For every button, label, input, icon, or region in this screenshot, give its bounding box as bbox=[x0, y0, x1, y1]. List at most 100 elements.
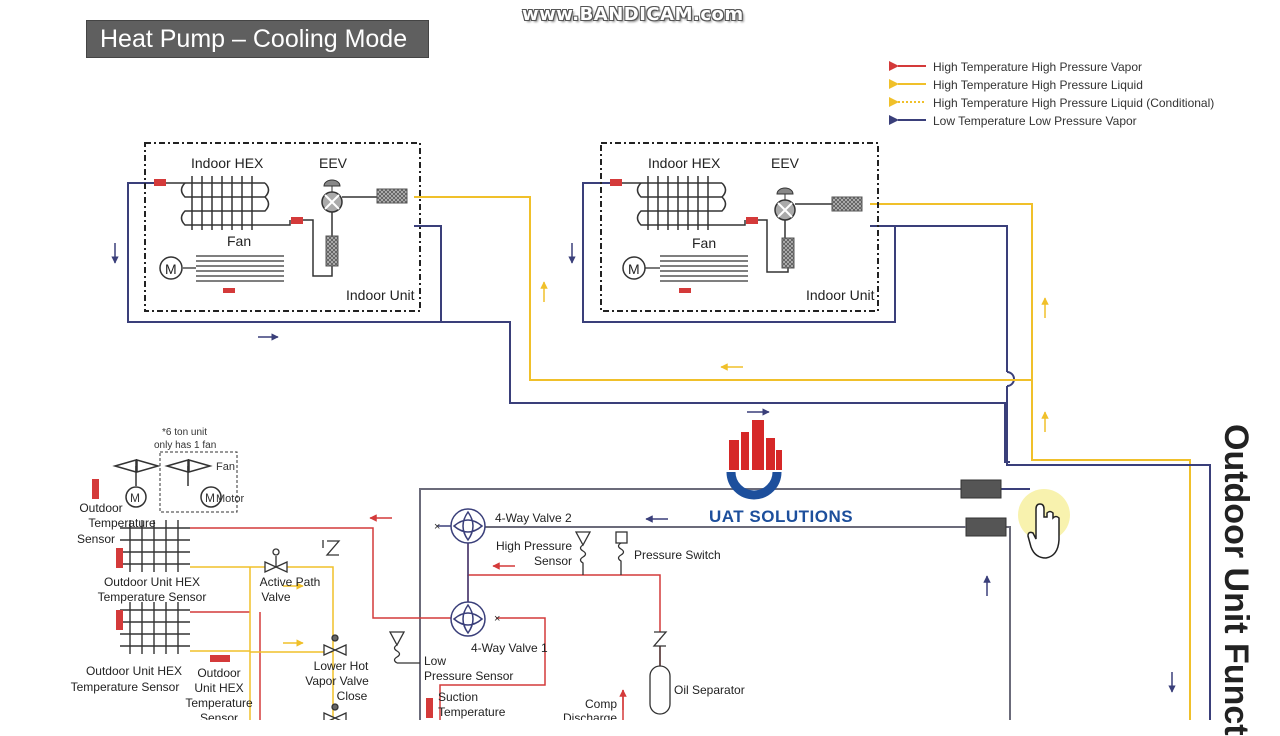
title-banner: Heat Pump – Cooling Mode bbox=[86, 20, 429, 58]
heat-pump-diagram: High Temperature High Pressure Vapor Hig… bbox=[71, 60, 1215, 725]
four-way-valve-2-label: 4-Way Valve 2 bbox=[495, 511, 572, 525]
temp-sensor-marker bbox=[116, 610, 123, 630]
temp-sensor-marker bbox=[223, 288, 235, 293]
hex-temp-sensor-label: Temperature Sensor bbox=[98, 590, 207, 604]
indoor-hex-coil bbox=[166, 176, 291, 230]
watermark: www.BANDICAM.com bbox=[522, 4, 744, 25]
indoor-hex-label: Indoor HEX bbox=[648, 155, 721, 171]
legend-label: High Temperature High Pressure Liquid bbox=[933, 78, 1143, 92]
four-way-valve-2-icon bbox=[437, 508, 486, 605]
motor-icon bbox=[159, 256, 183, 280]
motor-icon bbox=[622, 256, 646, 280]
eev-label: EEV bbox=[319, 155, 348, 171]
fan-icon bbox=[164, 459, 222, 508]
temp-sensor-marker bbox=[679, 288, 691, 293]
eev-valve-icon bbox=[321, 179, 377, 236]
temp-sensor-marker bbox=[92, 479, 99, 499]
indoor-unit-1: Indoor HEX EEV Fan M Indoor Unit bbox=[144, 142, 421, 312]
motor-symbol: M bbox=[130, 491, 140, 505]
hex-temp-sensor-label: Unit HEX bbox=[194, 681, 243, 695]
optional-fan-box bbox=[159, 451, 238, 513]
indoor-unit-label: Indoor Unit bbox=[346, 287, 415, 303]
eev-valve-icon bbox=[774, 187, 832, 238]
hex-temp-sensor-label: Sensor bbox=[200, 711, 238, 720]
page-title: Heat Pump – Cooling Mode bbox=[100, 25, 408, 53]
outdoor-hex-coil bbox=[120, 602, 190, 654]
indoor-unit-1-piping bbox=[127, 182, 1010, 463]
suction-temp-label: Suction bbox=[438, 690, 478, 704]
suction-temp-label: Temperature bbox=[438, 705, 506, 719]
indoor-hex-coil bbox=[622, 176, 746, 230]
hex-temp-sensor-label: Temperature Sensor bbox=[71, 680, 180, 694]
oil-separator-icon bbox=[649, 631, 671, 715]
service-valve-icon bbox=[960, 479, 1002, 499]
motor-symbol: M bbox=[165, 261, 177, 277]
active-path-valve-icon bbox=[264, 548, 288, 574]
hand-cursor-icon bbox=[1018, 489, 1070, 559]
brand-name: UAT SOLUTIONS bbox=[709, 507, 853, 526]
lower-hot-vapor-valve-label: Vapor Valve bbox=[305, 674, 369, 688]
hex-temp-sensor-label: Temperature bbox=[185, 696, 253, 710]
temp-sensor-marker bbox=[116, 548, 123, 568]
legend-label: High Temperature High Pressure Vapor bbox=[933, 60, 1142, 74]
temp-sensor-marker bbox=[746, 217, 758, 224]
check-valve-icon bbox=[322, 540, 341, 556]
hex-temp-sensor-label: Outdoor Unit HEX bbox=[86, 664, 182, 678]
flow-arrows bbox=[111, 243, 1176, 710]
pressure-switch-label: Pressure Switch bbox=[634, 548, 721, 562]
indoor-hex-label: Indoor HEX bbox=[191, 155, 264, 171]
service-valve-icon bbox=[965, 517, 1007, 537]
active-path-valve-label: Valve bbox=[261, 590, 290, 604]
temp-sensor-marker bbox=[426, 698, 433, 718]
active-path-valve-label: Active Path bbox=[260, 575, 321, 589]
fan-label: Fan bbox=[216, 461, 235, 473]
outdoor-temp-sensor-label: Temperature bbox=[88, 516, 156, 530]
fan-icon bbox=[112, 459, 161, 508]
strainer-icon bbox=[781, 237, 795, 269]
side-title: Outdoor Unit Funct bbox=[1217, 424, 1255, 736]
high-pressure-sensor-label: Sensor bbox=[534, 554, 572, 568]
outdoor-unit: *6 ton unit only has 1 fan M M Fan Motor bbox=[71, 427, 1030, 725]
outdoor-hex-coil bbox=[120, 520, 190, 572]
fan-note: *6 ton unit bbox=[162, 427, 207, 438]
temp-sensor-marker bbox=[291, 217, 303, 224]
motor-symbol: M bbox=[628, 261, 640, 277]
strainer-icon bbox=[325, 235, 339, 267]
eev-label: EEV bbox=[771, 155, 800, 171]
close-icon: × bbox=[434, 521, 440, 533]
uat-solutions-logo: UAT SOLUTIONS bbox=[709, 420, 853, 526]
strainer-icon bbox=[376, 188, 408, 204]
lower-hot-vapor-valve-label: Lower Hot bbox=[314, 659, 369, 673]
close-icon: × bbox=[494, 613, 500, 625]
low-pressure-sensor-label: Pressure Sensor bbox=[424, 669, 513, 683]
indoor-unit-2: Indoor HEX EEV Fan M Indoor Unit bbox=[600, 142, 879, 312]
temp-sensor-marker bbox=[154, 179, 166, 186]
low-pressure-sensor-icon bbox=[388, 631, 420, 664]
fan-note: only has 1 fan bbox=[154, 440, 216, 451]
indoor-unit-2-piping bbox=[582, 182, 1211, 720]
oil-separator-label: Oil Separator bbox=[674, 683, 745, 697]
motor-symbol: M bbox=[205, 491, 215, 505]
four-way-valve-1-icon bbox=[450, 601, 486, 637]
fan-label: Fan bbox=[227, 233, 251, 249]
motor-label: Motor bbox=[216, 493, 244, 505]
fan-coil-icon bbox=[183, 255, 284, 282]
four-way-valve-1-label: 4-Way Valve 1 bbox=[471, 641, 548, 655]
comp-discharge-label: Discharge bbox=[563, 711, 617, 720]
indoor-unit-label: Indoor Unit bbox=[806, 287, 875, 303]
fan-label: Fan bbox=[692, 235, 716, 251]
temp-sensor-marker bbox=[210, 655, 230, 662]
legend-label: High Temperature High Pressure Liquid (C… bbox=[933, 96, 1214, 110]
strainer-icon bbox=[831, 196, 863, 212]
hex-temp-sensor-label: Outdoor bbox=[197, 666, 240, 680]
legend-label: Low Temperature Low Pressure Vapor bbox=[933, 114, 1137, 128]
temp-sensor-marker bbox=[610, 179, 622, 186]
hex-temp-sensor-label: Outdoor Unit HEX bbox=[104, 575, 200, 589]
lower-hot-vapor-valve-label: Close bbox=[337, 689, 368, 703]
outdoor-temp-sensor-label: Sensor bbox=[77, 532, 115, 546]
high-pressure-sensor-icon bbox=[574, 531, 592, 575]
legend: High Temperature High Pressure Vapor Hig… bbox=[889, 60, 1214, 128]
comp-discharge-label: Comp bbox=[585, 697, 617, 711]
low-pressure-sensor-label: Low bbox=[424, 654, 446, 668]
pressure-switch-icon bbox=[615, 531, 628, 575]
